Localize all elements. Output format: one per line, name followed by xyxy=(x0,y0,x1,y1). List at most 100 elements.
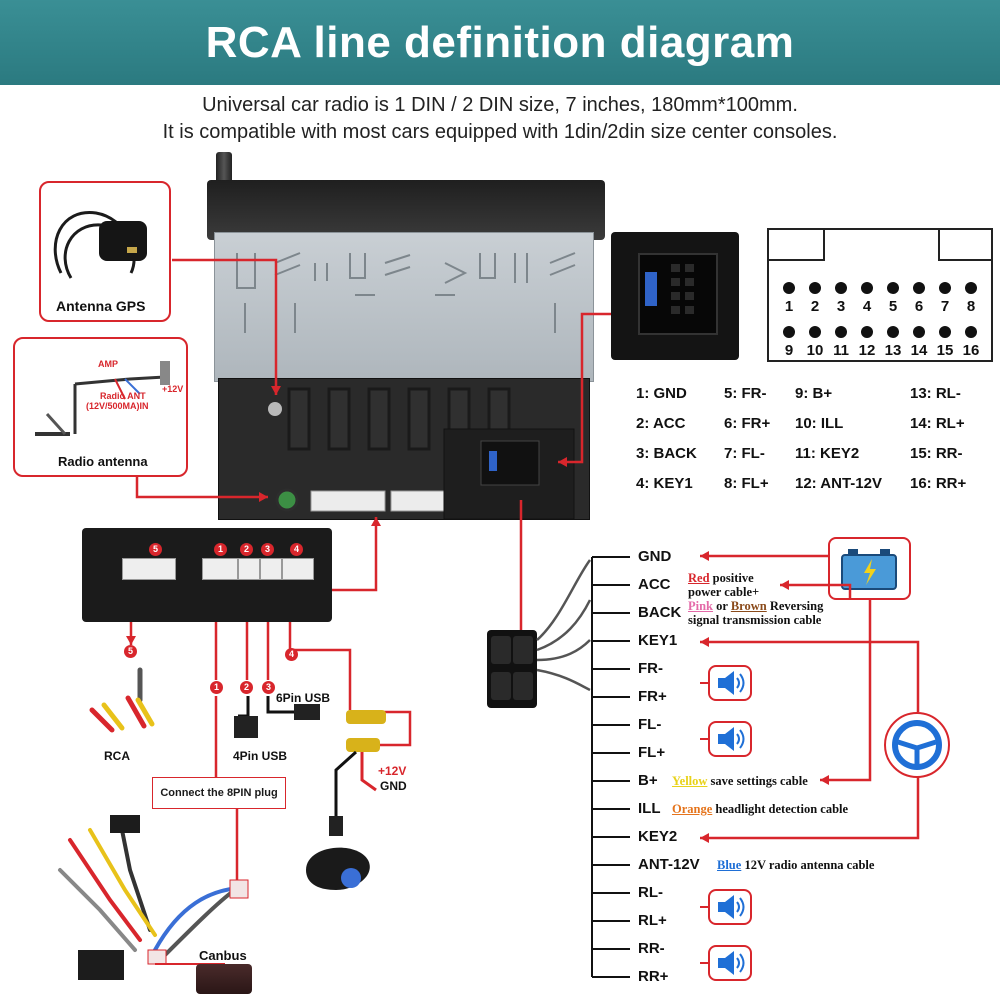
pin-definition: 10: ILL xyxy=(795,415,844,432)
camera-plus12-label: +12V xyxy=(378,764,407,778)
radio-ant-label-2: (12V/500MA)IN xyxy=(86,401,149,411)
pin-number-13: 13 xyxy=(884,342,902,359)
pin-number-7: 7 xyxy=(940,298,950,315)
wire-label-fr-: FR+ xyxy=(638,688,667,705)
page-title: RCA line definition diagram xyxy=(205,18,795,67)
harness-plug-image xyxy=(491,636,533,700)
pin-definition: 9: B+ xyxy=(795,385,833,402)
pin-number-5: 5 xyxy=(888,298,898,315)
pin-number-8: 8 xyxy=(966,298,976,315)
pin-number-10: 10 xyxy=(806,342,824,359)
wire-label-back: BACK xyxy=(638,604,682,621)
port-2 xyxy=(238,558,260,580)
amp-label: AMP xyxy=(98,359,118,369)
wire-label-ant-12v: ANT-12V xyxy=(638,856,700,873)
radio-chassis xyxy=(214,232,594,382)
badge-1: 1 xyxy=(210,681,223,694)
usb6-label: 6Pin USB xyxy=(276,691,331,705)
pin-number-11: 11 xyxy=(833,342,849,359)
harness-plug xyxy=(487,630,537,708)
pin-dot-8 xyxy=(965,282,977,294)
badge-1-top: 1 xyxy=(214,543,227,556)
port-4 xyxy=(282,558,314,580)
pin-number-3: 3 xyxy=(836,298,846,315)
pin-number-12: 12 xyxy=(858,342,876,359)
pin-definition: 6: FR+ xyxy=(724,415,771,432)
wire-label-gnd: GND xyxy=(638,548,672,565)
gps-antenna-box xyxy=(39,181,171,322)
wire-color-word: Red xyxy=(688,571,710,585)
wire-label-fl-: FL- xyxy=(638,716,662,733)
speaker-icon xyxy=(708,889,752,925)
wire-desc-b-: Yellow save settings cable xyxy=(672,774,808,788)
pin-layout-outline xyxy=(769,230,991,261)
connector-socket-image xyxy=(638,253,718,335)
pin-definition: 8: FL+ xyxy=(724,475,769,492)
wire-label-acc: ACC xyxy=(638,576,671,593)
badge-3-top: 3 xyxy=(261,543,274,556)
wire-desc-text: headlight detection cable xyxy=(712,802,849,816)
wire-desc-text: 12V radio antenna cable xyxy=(741,858,875,872)
wire-label-key1: KEY1 xyxy=(638,632,678,649)
pin-number-6: 6 xyxy=(914,298,924,315)
volume-knob xyxy=(216,152,232,184)
badge-4-top: 4 xyxy=(290,543,303,556)
pin-definition: 1: GND xyxy=(636,385,687,402)
pin-dot-3 xyxy=(835,282,847,294)
radio-rear-panel xyxy=(218,378,590,520)
wire-desc-ill: Orange headlight detection cable xyxy=(672,802,848,816)
pin-dot-6 xyxy=(913,282,925,294)
wire-desc-text: positive xyxy=(709,571,754,585)
subtitle-line-1: Universal car radio is 1 DIN / 2 DIN siz… xyxy=(202,94,798,116)
connect-8pin-note: Connect the 8PIN plug xyxy=(152,777,286,809)
wire-label-b-: B+ xyxy=(638,772,658,789)
wire-desc-ant-12v: Blue 12V radio antenna cable xyxy=(717,858,874,872)
pin-dot-7 xyxy=(939,282,951,294)
radio-front-panel xyxy=(207,180,605,240)
pin-definition: 2: ACC xyxy=(636,415,686,432)
wire-desc-joiner: or xyxy=(713,599,731,613)
wire-label-fr-: FR- xyxy=(638,660,663,677)
pin-dot-15 xyxy=(939,326,951,338)
antenna-plus12-label: +12V xyxy=(162,384,184,394)
wire-label-rr-: RR+ xyxy=(638,968,669,985)
radio-antenna-image xyxy=(35,361,170,436)
pin-number-15: 15 xyxy=(936,342,954,359)
badge-5: 5 xyxy=(124,645,137,658)
wire-color-word: Blue xyxy=(717,858,742,872)
page-header: RCA line definition diagram xyxy=(0,0,1000,85)
wire-desc-line2: signal transmission cable xyxy=(688,613,822,627)
wire-label-fl-: FL+ xyxy=(638,744,666,761)
port-3 xyxy=(260,558,282,580)
speaker-icon xyxy=(708,945,752,981)
gps-antenna-label: Antenna GPS xyxy=(56,298,146,314)
wire-color-word: Pink xyxy=(688,599,714,613)
wire-desc-text: Reversing xyxy=(766,599,824,613)
port-1 xyxy=(202,558,238,580)
pin-dot-5 xyxy=(887,282,899,294)
pin-definition: 7: FL- xyxy=(724,445,765,462)
pin-dot-11 xyxy=(835,326,847,338)
pin-definition: 11: KEY2 xyxy=(795,445,860,462)
speaker-icon xyxy=(708,721,752,757)
gps-antenna-image xyxy=(53,211,147,279)
pin-dot-16 xyxy=(965,326,977,338)
rear-panel-details xyxy=(268,387,575,520)
usb4-label: 4Pin USB xyxy=(233,749,288,763)
pin-definition: 3: BACK xyxy=(636,445,697,462)
battery-icon xyxy=(841,549,897,590)
camera-gnd-label: GND xyxy=(380,779,407,793)
speaker-icon xyxy=(708,665,752,701)
pin-number-1: 1 xyxy=(784,298,794,315)
port-5 xyxy=(122,558,176,580)
pin-dot-13 xyxy=(887,326,899,338)
pin-number-16: 16 xyxy=(962,342,980,359)
wire-label-rl-: RL- xyxy=(638,884,663,901)
pin-dot-4 xyxy=(861,282,873,294)
pin-definition: 15: RR- xyxy=(910,445,963,462)
pin-dot-10 xyxy=(809,326,821,338)
harness-bundle-image xyxy=(58,815,249,980)
wire-label-rr-: RR- xyxy=(638,940,665,957)
pin-number-4: 4 xyxy=(862,298,872,315)
